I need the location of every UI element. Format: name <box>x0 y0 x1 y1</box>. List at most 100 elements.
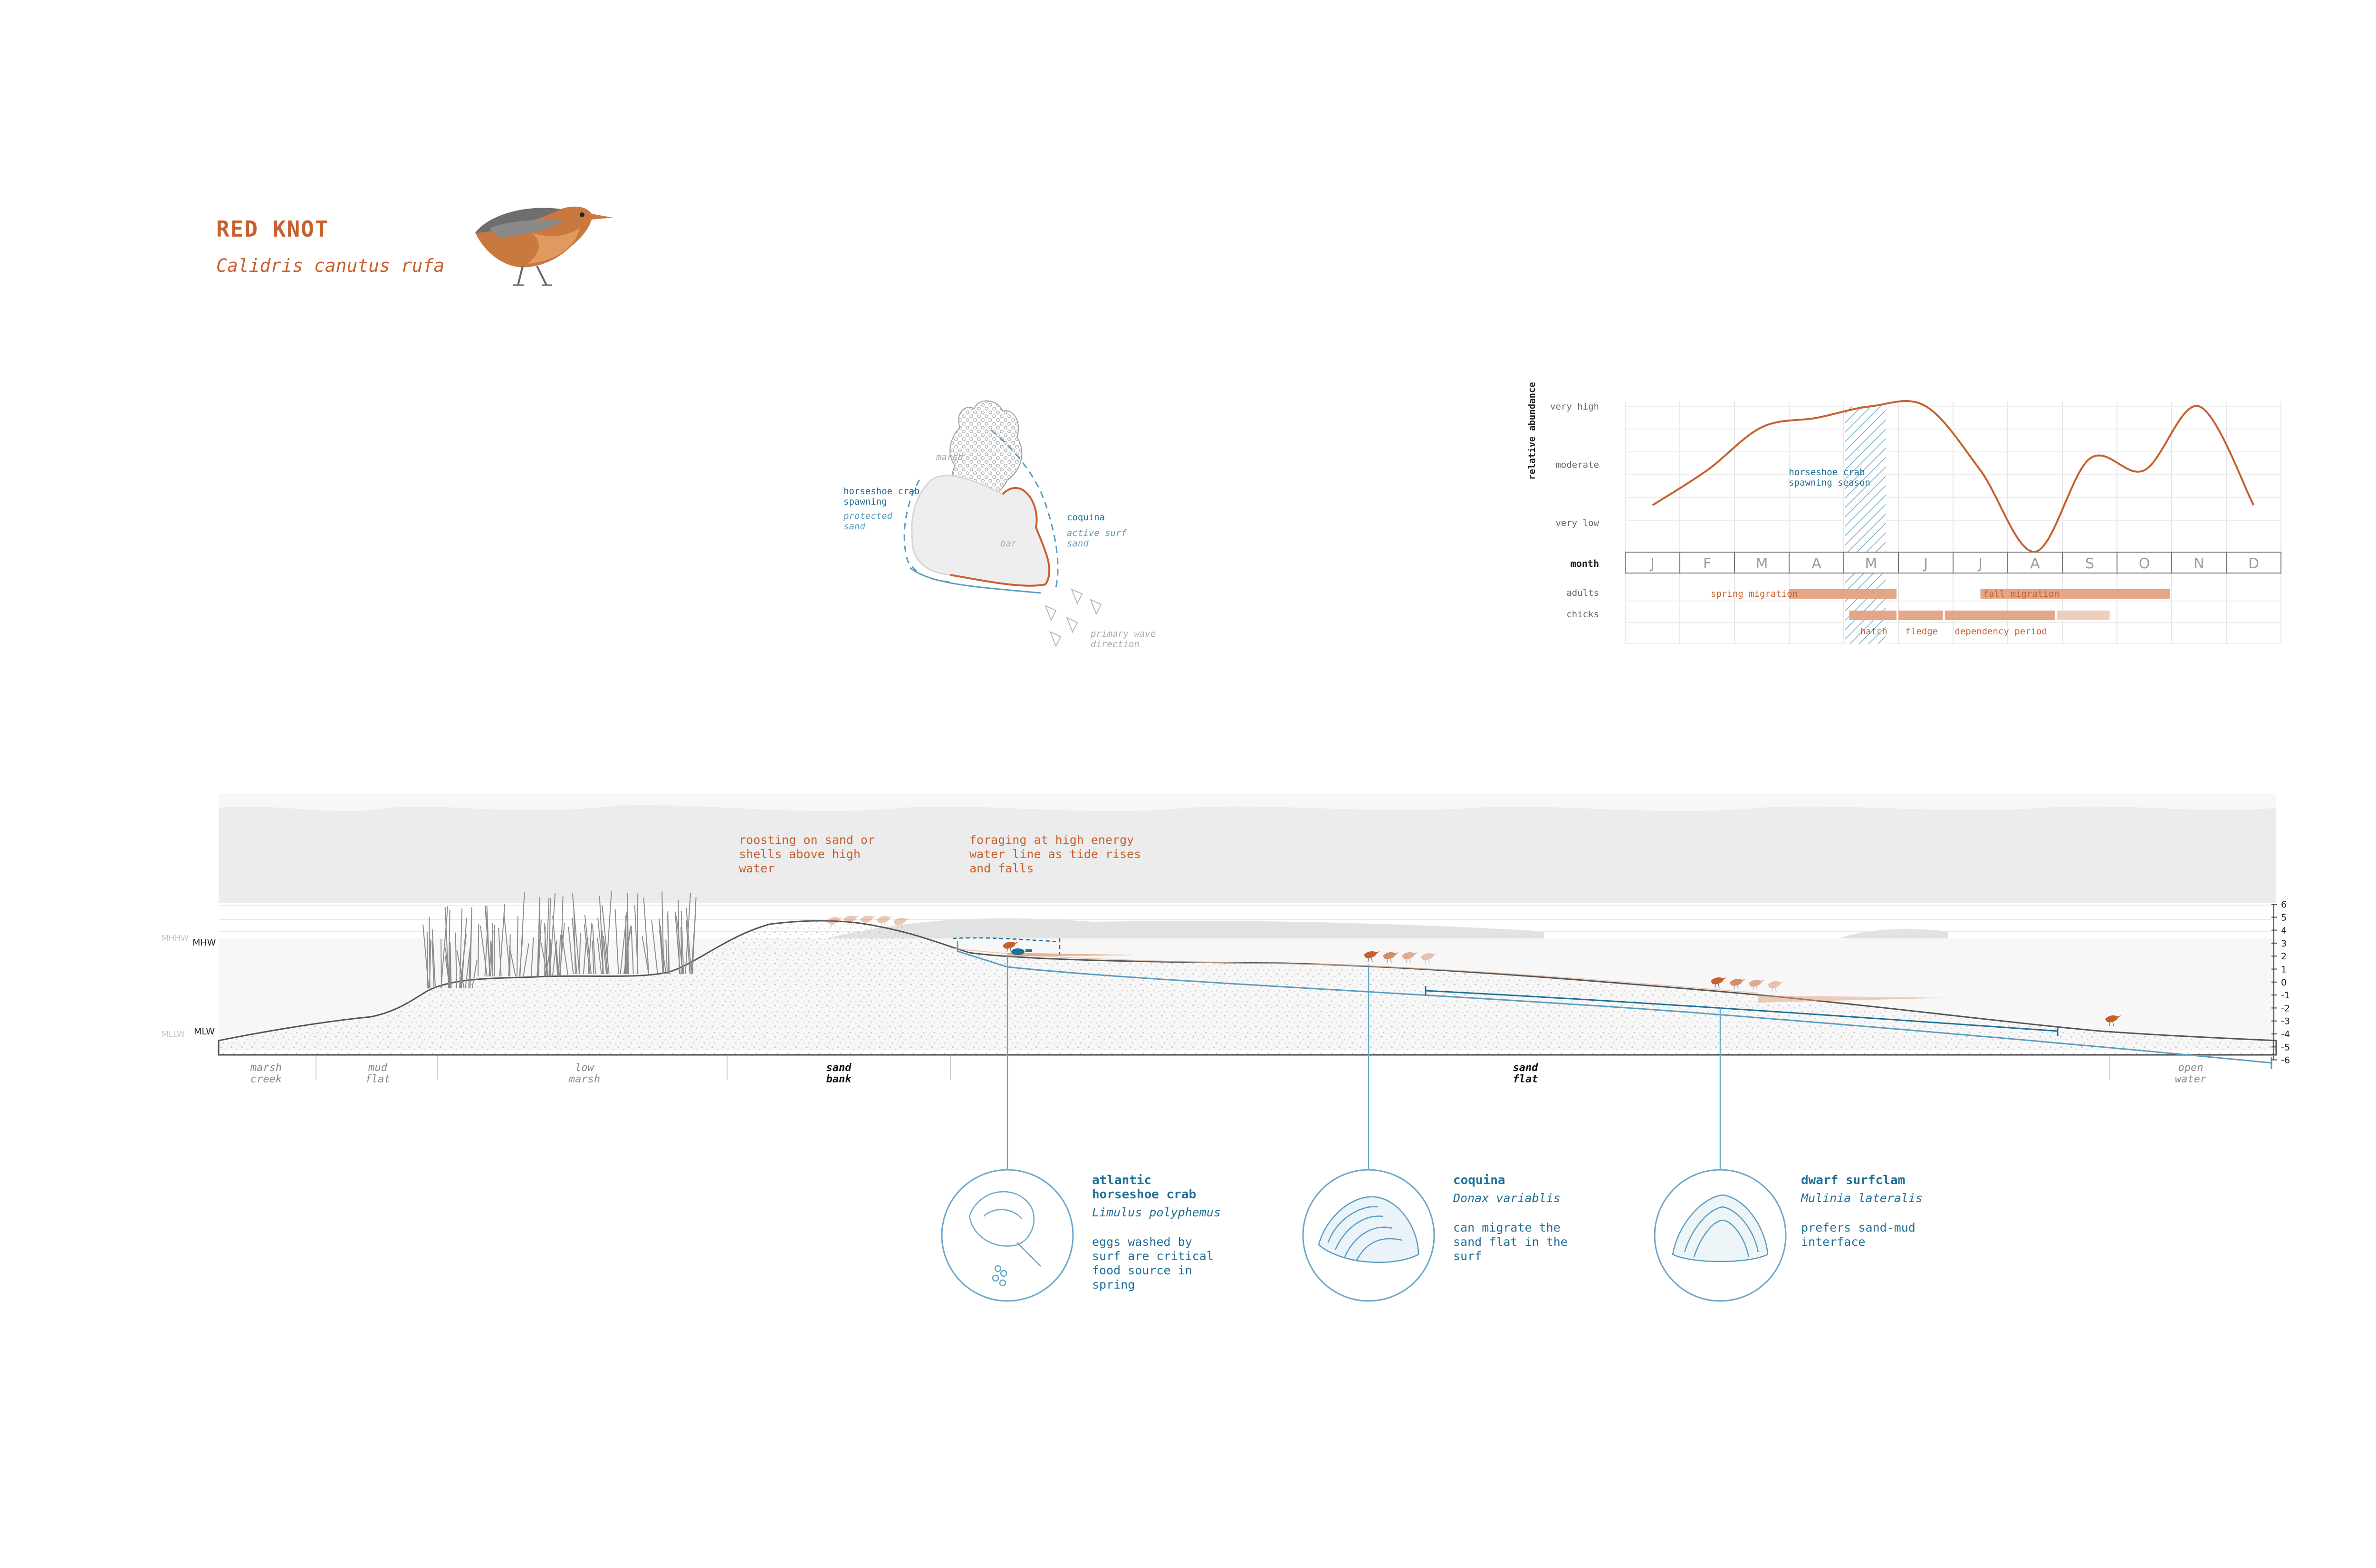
spawning-season-band <box>1845 406 1886 644</box>
grass-blade <box>584 923 591 975</box>
red-knot-icon <box>877 916 893 927</box>
coquina-edge <box>990 429 1059 592</box>
red-knot-icon <box>860 916 876 927</box>
coquina-desc: can migrate the sand flat in the surf <box>1453 1221 1575 1263</box>
horseshoe-crab-marker <box>1011 948 1032 955</box>
grass-blade <box>490 941 494 977</box>
species-coquina: coquina Donax variablis can migrate the … <box>1302 1169 1575 1302</box>
mhw-label: MHW <box>192 937 216 948</box>
grass-blade <box>465 938 472 989</box>
foraging-wedge <box>1007 953 1140 956</box>
grass-blade <box>559 923 565 977</box>
elev-tick-label: 2 <box>2281 951 2287 962</box>
page-subtitle: Calidris canutus rufa <box>216 255 444 276</box>
month-label: N <box>2194 555 2204 572</box>
month-label: S <box>2085 555 2094 572</box>
bird-body <box>1711 977 1727 985</box>
bird-leg <box>1390 958 1392 963</box>
background-trees <box>219 805 2276 903</box>
roosting-note: roosting on sand or shells above high wa… <box>739 833 882 875</box>
chart-grid <box>1625 402 2281 644</box>
grass-blade <box>540 942 548 977</box>
bird-leg <box>884 922 886 927</box>
grass-blade <box>459 908 463 989</box>
marsh-grass <box>422 890 697 989</box>
elev-tick-label: -3 <box>2281 1016 2290 1027</box>
zone-label-line: open <box>2178 1062 2204 1074</box>
bird-body <box>877 916 893 923</box>
bird-leg <box>1756 986 1758 991</box>
grass-blade <box>686 908 692 975</box>
bird-leg <box>1010 948 1012 953</box>
grass-blade <box>605 890 612 975</box>
species-dwarf-surfclam: dwarf surfclam Mulinia lateralis prefers… <box>1654 1169 1923 1302</box>
zone-label-line: creek <box>250 1073 282 1085</box>
active-surf-edge <box>950 487 1051 587</box>
grass-blade <box>450 942 452 989</box>
zone-label-line: marsh <box>568 1073 600 1085</box>
grass-blade <box>667 911 670 975</box>
red-knot-icon <box>893 918 910 929</box>
red-knot-flock <box>827 916 2121 1026</box>
grass-blade <box>674 911 681 975</box>
red-knot-icon <box>1402 952 1418 963</box>
month-axis-title: month <box>1571 558 1599 569</box>
month-label: D <box>2248 555 2259 572</box>
elev-tick-label: -4 <box>2281 1029 2290 1040</box>
bird-leg <box>1409 958 1411 963</box>
sand-surface-accent <box>950 947 1759 994</box>
life-bar <box>1849 611 1897 620</box>
grass-blade <box>651 920 658 975</box>
surfclam-name: dwarf surfclam <box>1801 1173 1905 1187</box>
grass-blade <box>597 917 604 975</box>
red-knot-icon <box>827 917 843 928</box>
life-bar-label: hatch <box>1860 626 1887 637</box>
grass-blade <box>592 924 596 975</box>
zone-label-line: water <box>2175 1073 2207 1085</box>
bird-leg <box>2109 1022 2110 1026</box>
grass-blade <box>572 893 580 975</box>
life-bar <box>1898 611 1943 620</box>
foraging-wedge-2 <box>1758 995 1948 1003</box>
bird-body <box>843 916 860 923</box>
page-title: RED KNOT <box>216 216 329 242</box>
bird-body <box>860 916 876 923</box>
elev-tick-label: -1 <box>2281 990 2290 1001</box>
month-label: F <box>1703 555 1711 572</box>
bird-leg <box>901 924 902 929</box>
grass-blade <box>602 905 610 975</box>
abundance-chart: horseshoe crab spawning season relative … <box>1527 382 2281 644</box>
marsh-area <box>949 400 1023 499</box>
grass-blade <box>597 937 602 975</box>
bird-body <box>1768 981 1784 988</box>
grass-blade <box>680 927 682 975</box>
zone-label-line: flat <box>1513 1073 1538 1085</box>
bar-island <box>911 475 1050 587</box>
grass-blade <box>646 935 649 975</box>
grass-blade <box>614 909 619 975</box>
bird-body <box>1421 953 1437 960</box>
grass-blade <box>486 906 490 977</box>
zone-label-line: mud <box>368 1062 387 1074</box>
elev-tick-label: 5 <box>2281 912 2287 923</box>
distant-dunes <box>808 918 1544 943</box>
elev-tick-label: 6 <box>2281 899 2287 910</box>
spawning-season-label: horseshoe crab spawning season <box>1789 467 1870 488</box>
bird-leg <box>2112 1022 2114 1026</box>
grass-blade <box>498 927 502 977</box>
grass-blade <box>523 943 529 977</box>
bird-body <box>1730 979 1746 986</box>
red-knot-icon <box>1749 980 1765 991</box>
month-label: A <box>2030 555 2040 572</box>
grass-blade <box>455 932 458 989</box>
grass-blade <box>680 910 684 975</box>
grass-blade <box>469 907 472 989</box>
horseshoe-crab-circle <box>941 1169 1074 1302</box>
bird-body <box>893 918 910 925</box>
elev-tick-label: -6 <box>2281 1055 2290 1066</box>
life-bar <box>2057 611 2110 620</box>
